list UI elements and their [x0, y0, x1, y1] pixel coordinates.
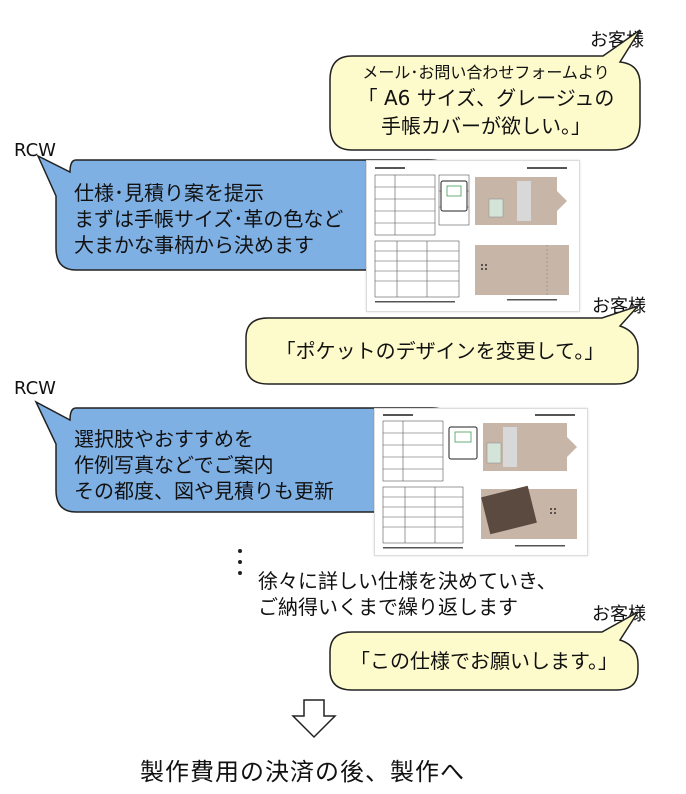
bubble-1-shape: [329, 29, 641, 151]
process-note-line1: 徐々に詳しい仕様を決めていき、: [258, 569, 557, 593]
down-arrow-icon: [291, 699, 337, 739]
spec-sheet-drawing-2: [382, 414, 577, 549]
bubble-1-line3: 手帳カバーが欲しい。」: [381, 114, 591, 138]
bubble-2-line1: 仕様･見積り案を提示: [74, 181, 264, 205]
final-step-text: 製作費用の決済の後、製作へ: [140, 758, 465, 786]
bubble-4-line1: 選択肢やおすすめを: [74, 427, 254, 451]
bubble-3-text: 「ポケットのデザインを変更して。」: [250, 338, 630, 364]
bubble-1-line2: 「 A6 サイズ、グレージュの: [357, 86, 615, 110]
bubble-5-line1: 「この仕様でお願いします。」: [350, 649, 618, 673]
speaker-rcw-1: RCW: [14, 140, 56, 161]
spec-sheet-drawing-1: [374, 167, 569, 303]
bubble-1-text: メール･お問い合わせフォームより 「 A6 サイズ、グレージュの 手帳カバーが欲…: [336, 62, 636, 140]
logo-box-2: [448, 426, 478, 460]
bubble-2-line2: まずは手帳サイズ･革の色など: [74, 207, 344, 231]
process-note-line2: ご納得いくまで繰り返します: [258, 595, 518, 619]
photo-sample: [481, 485, 537, 535]
leather-piece-1b: [475, 245, 569, 295]
spec-sheet-thumbnail-1: [366, 160, 580, 312]
process-note: 徐々に詳しい仕様を決めていき、 ご納得いくまで繰り返します: [258, 568, 618, 620]
bubble-3-line1: 「ポケットのデザインを変更して。」: [275, 339, 605, 363]
bubble-4-text: 選択肢やおすすめを 作例写真などでご案内 その都度、図や見積りも更新: [74, 426, 394, 504]
bubble-5-text: 「この仕様でお願いします。」: [336, 648, 632, 674]
bubble-4-line2: 作例写真などでご案内: [74, 453, 274, 477]
bubble-4-line3: その都度、図や見積りも更新: [74, 479, 334, 503]
speaker-rcw-2: RCW: [14, 378, 56, 399]
bubble-2-text: 仕様･見積り案を提示 まずは手帳サイズ･革の色など 大まかな事柄から決めます: [74, 180, 374, 258]
spec-sheet-thumbnail-2: [374, 408, 588, 556]
bubble-1-line1: メール･お問い合わせフォームより: [362, 63, 610, 82]
vertical-dots-icon: [238, 549, 242, 575]
leather-piece-1a: [475, 177, 557, 225]
bubble-5-shape: [329, 611, 639, 691]
bubble-3-shape: [245, 304, 641, 385]
bubble-2-line3: 大まかな事柄から決めます: [74, 233, 314, 257]
